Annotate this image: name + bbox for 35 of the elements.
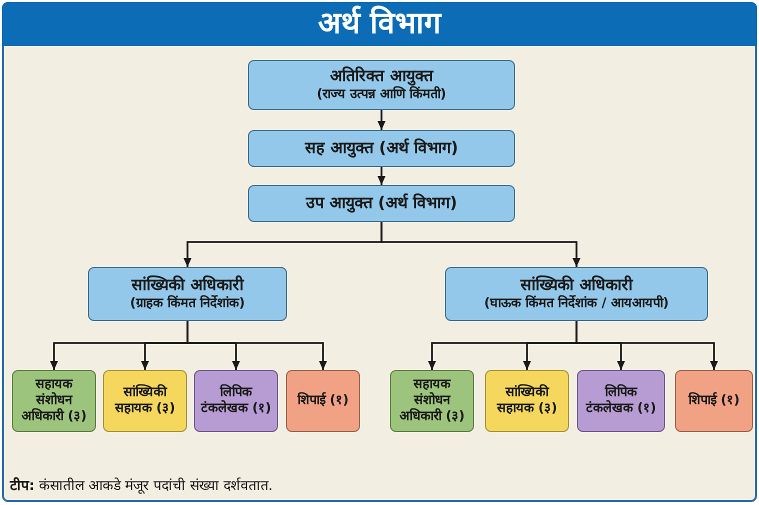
role-title: सांख्यिकी अधिकारी [132,275,244,295]
role-title: शिपाई (१) [297,392,349,410]
role-title: सांख्यिकी सहायक (३) [114,384,176,418]
role-title: सहायक संशोधन अधिकारी (३) [398,376,466,426]
role-title: शिपाई (१) [688,392,740,410]
role-subtitle: (ग्राहक किंमत निर्देशांक) [130,296,245,313]
role-title: सांख्यिकी सहायक (३) [496,384,558,418]
role-box [485,370,569,432]
role-title: लिपिक टंकलेखक (१) [584,384,658,418]
connector-arrow [186,321,327,370]
role-box [390,370,474,432]
connector-arrow [576,321,718,370]
role-title: उप आयुक्त (अर्थ विभाग) [306,193,458,214]
connector-arrow [380,222,580,267]
role-box [286,370,360,432]
connector-arrow [378,110,386,130]
role-title: अतिरिक्त आयुक्त [330,66,433,86]
role-box [194,370,278,432]
role-box [577,370,665,432]
role-title: लिपिक टंकलेखक (१) [200,384,272,418]
role-box [445,267,708,321]
role-subtitle: (राज्य उत्पन्न आणि किंमती) [316,86,446,104]
role-box [248,185,515,222]
role-box [675,370,753,432]
role-box [248,130,515,167]
role-box [88,267,287,321]
role-box [248,60,515,110]
role-subtitle: (घाऊक किंमत निर्देशांक / आयआयपी) [484,296,669,313]
role-title: सह आयुक्त (अर्थ विभाग) [304,138,458,159]
role-title: सहायक संशोधन अधिकारी (३) [20,376,88,426]
role-box [12,370,96,432]
role-title: सांख्यिकी अधिकारी [520,275,632,295]
connector-arrow [378,167,386,185]
footnote: टीप: कंसातील आकडे मंजूर पदांची संख्या दर्शवतात. [10,478,273,496]
role-box [103,370,187,432]
